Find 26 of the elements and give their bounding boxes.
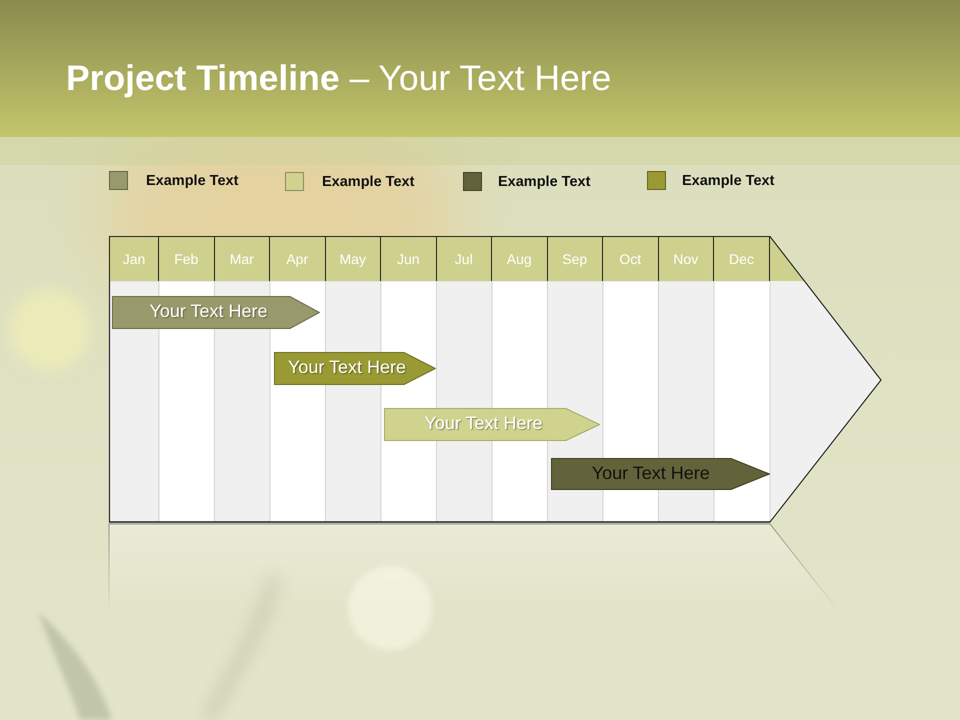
task-bar xyxy=(112,296,320,329)
month-header: Jun xyxy=(381,236,436,281)
task-bar xyxy=(384,408,600,441)
month-header: Sep xyxy=(548,236,603,281)
legend-label: Example Text xyxy=(146,172,238,190)
legend-label: Example Text xyxy=(498,173,590,191)
month-header: Apr xyxy=(270,236,326,281)
month-header: Jul xyxy=(436,236,492,281)
task-label: Your Text Here xyxy=(592,462,710,484)
month-header: Dec xyxy=(714,236,770,281)
task-bar xyxy=(274,352,436,385)
legend-label: Example Text xyxy=(682,172,774,190)
month-header: Nov xyxy=(658,236,714,281)
month-header: Jan xyxy=(109,236,159,281)
task-label: Your Text Here xyxy=(149,301,268,322)
month-header: Aug xyxy=(492,236,548,281)
month-header: Feb xyxy=(159,236,214,281)
task-label: Your Text Here xyxy=(424,413,543,434)
task-label: Your Text Here xyxy=(288,357,406,378)
legend-label: Example Text xyxy=(322,173,414,191)
timeline-arrow xyxy=(109,236,882,524)
month-header: Oct xyxy=(603,236,658,281)
task-bar xyxy=(551,458,770,490)
slide-title: Project Timeline – Your Text Here xyxy=(66,57,612,99)
month-header: May xyxy=(326,236,381,281)
month-header: Mar xyxy=(214,236,270,281)
